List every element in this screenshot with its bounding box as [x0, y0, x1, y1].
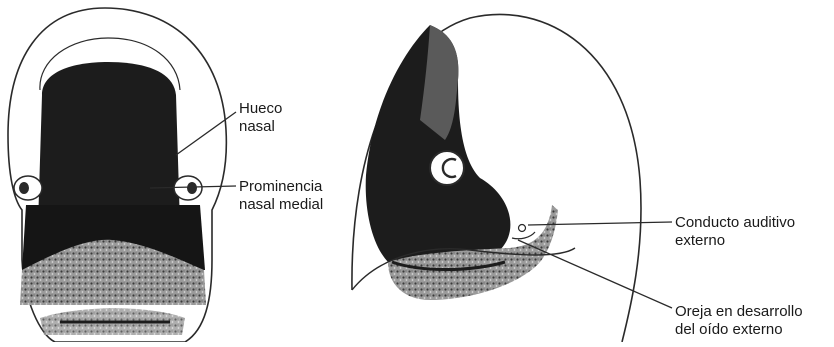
- label-conducto-line1: Conducto auditivo: [675, 214, 795, 232]
- label-oreja-line2: del oído externo: [675, 321, 803, 339]
- frontal-nasal-dark-region: [38, 62, 180, 225]
- label-conducto-auditivo-externo: Conducto auditivo externo: [675, 214, 795, 250]
- label-hueco-nasal-line2: nasal: [239, 118, 282, 136]
- lateral-view: [352, 14, 641, 342]
- label-hueco-nasal-line1: Hueco: [239, 100, 282, 118]
- label-oreja-line1: Oreja en desarrollo: [675, 303, 803, 321]
- lateral-eye: [430, 151, 464, 185]
- label-prominencia-nasal-medial: Prominencia nasal medial: [239, 178, 323, 214]
- ear-canal-pit: [519, 225, 526, 232]
- label-conducto-line2: externo: [675, 232, 795, 250]
- frontal-view: [8, 8, 226, 342]
- label-prominencia-line1: Prominencia: [239, 178, 323, 196]
- leader-oreja-desarrollo: [518, 240, 672, 308]
- label-oreja-en-desarrollo: Oreja en desarrollo del oído externo: [675, 303, 803, 339]
- label-prominencia-line2: nasal medial: [239, 196, 323, 214]
- label-hueco-nasal: Hueco nasal: [239, 100, 282, 136]
